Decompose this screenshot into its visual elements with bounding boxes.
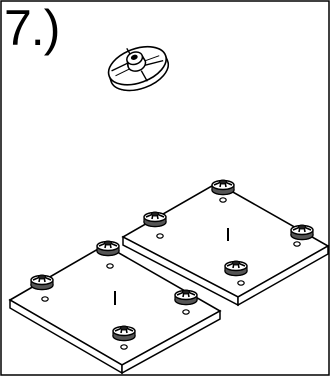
panel-left-hole-right bbox=[182, 309, 190, 315]
panel-right-glide-bottom bbox=[224, 260, 248, 277]
panel-right-hole-bottom bbox=[237, 280, 245, 286]
panel-left-glide-top bbox=[96, 240, 120, 257]
leveling-glide-foot-icon bbox=[107, 45, 170, 92]
panel-left bbox=[8, 240, 222, 375]
panel-left-glide-right bbox=[174, 289, 198, 306]
panel-left-hole-left bbox=[41, 296, 49, 302]
panel-right-glide-right bbox=[290, 224, 314, 241]
panel-right-hole-left bbox=[156, 233, 164, 239]
panel-right-hole-top bbox=[219, 197, 227, 203]
panel-right bbox=[121, 179, 330, 307]
panel-left-glide-bottom bbox=[112, 325, 136, 342]
panel-left-glide-left bbox=[30, 274, 54, 291]
panel-left-hole-bottom bbox=[120, 344, 128, 350]
panel-right-hole-right bbox=[293, 241, 301, 247]
panel-left-hole-top bbox=[106, 263, 114, 269]
panel-right-glide-left bbox=[143, 211, 167, 228]
panel-right-glide-top bbox=[211, 179, 235, 196]
step-number: 7.) bbox=[4, 0, 60, 56]
